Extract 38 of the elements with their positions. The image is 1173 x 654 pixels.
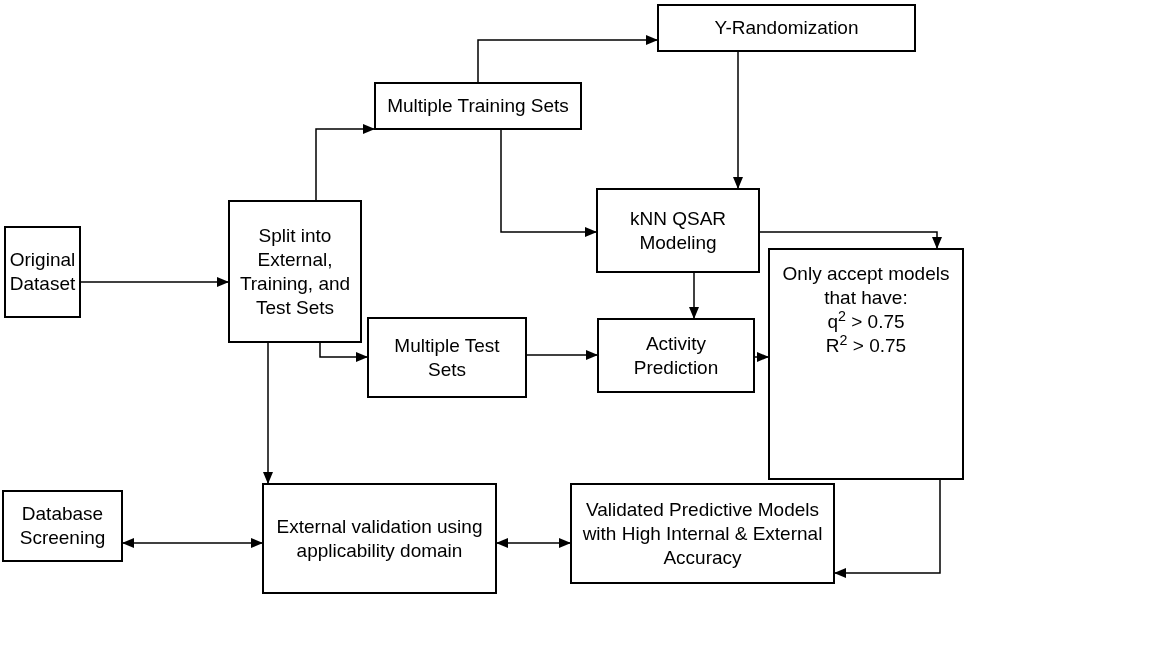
- process-box: [4, 226, 81, 318]
- process-box: [570, 483, 835, 584]
- process-box: [374, 82, 582, 130]
- process-box: [597, 318, 755, 393]
- box-label: Activity Prediction: [632, 331, 720, 380]
- process-box: [596, 188, 760, 273]
- arrow: [496, 538, 571, 548]
- process-box: [262, 483, 497, 594]
- process-box: [2, 490, 123, 562]
- arrow: [526, 350, 598, 360]
- arrow: [834, 479, 941, 578]
- arrow: [263, 342, 273, 484]
- arrow: [754, 352, 769, 362]
- arrow: [80, 277, 229, 287]
- box-label: Database Screening: [18, 502, 107, 550]
- box-label: Validated Predictive Models with High Internal & External Accuracy: [581, 497, 824, 570]
- process-box: [768, 248, 964, 480]
- box-label: kNN QSAR Modeling: [628, 206, 728, 255]
- arrow: [477, 35, 658, 83]
- arrow: [315, 124, 375, 201]
- box-label: Only accept models that have:: [781, 262, 951, 310]
- process-box: [367, 317, 527, 398]
- arrow: [122, 538, 263, 548]
- process-box: [657, 4, 916, 52]
- box-label: Y-Randomization: [714, 16, 859, 40]
- box-label: Multiple Training Sets: [387, 94, 569, 118]
- process-box: [228, 200, 362, 343]
- arrow: [733, 51, 743, 189]
- box-label: Split into External, Training, and Test Sets: [238, 223, 352, 320]
- arrow: [759, 231, 942, 249]
- box-label: Original Dataset: [9, 248, 76, 296]
- arrow: [500, 129, 597, 237]
- box-label: R$^{2}$ > 0.75: [825, 334, 907, 358]
- box-label: External validation using applicability domain: [275, 514, 484, 563]
- box-label: q$^{2}$ > 0.75: [827, 310, 905, 334]
- arrow: [689, 272, 699, 319]
- box-label: Multiple Test Sets: [393, 333, 501, 382]
- arrow: [319, 342, 368, 362]
